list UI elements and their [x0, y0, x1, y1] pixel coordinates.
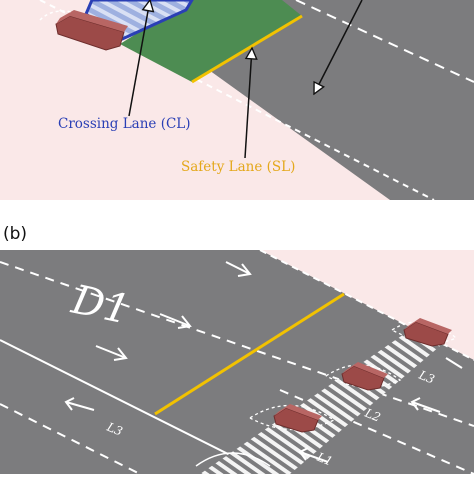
road-edge-b [259, 250, 474, 361]
island-zone-3 [249, 404, 336, 431]
island-zone-1 [391, 321, 458, 344]
island-curve-a [39, 10, 73, 21]
arrow-left-2 [410, 397, 441, 413]
island-zone-2 [325, 364, 402, 388]
lane-divider-b2 [0, 403, 141, 474]
arrow-right-4 [445, 357, 463, 369]
safety-lane-pointer [244, 48, 252, 159]
lane-divider-b1 [0, 261, 474, 427]
arrow-right-2 [159, 313, 192, 329]
road-a [0, 0, 474, 200]
refuge-island-b3 [273, 404, 322, 433]
refuge-island-b2 [341, 362, 388, 391]
crosswalk-b [200, 330, 440, 474]
lane-label-l3-right: L3 [416, 367, 437, 386]
lane-label-l2: L2 [362, 405, 383, 424]
centre-line-b [0, 339, 269, 474]
arrow-right-3 [95, 345, 128, 361]
lane-label-l1: L1 [314, 449, 335, 468]
road-pointer [314, 0, 363, 94]
refuge-island-b1 [403, 318, 452, 347]
panel-b: D1 L3 L2 L1 L3 [0, 250, 474, 474]
refuge-island-a-top [56, 10, 128, 32]
arrow-left-1 [64, 397, 95, 411]
direction-arrows [64, 261, 463, 463]
safety-line-b [154, 292, 345, 416]
safety-lane-label: Safety Lane (SL) [181, 159, 296, 175]
island-zone-4 [195, 452, 271, 467]
crossing-lane-label: Crossing Lane (CL) [58, 116, 191, 132]
arrow-left-3 [298, 447, 329, 463]
crossing-lane-pointer [128, 0, 150, 117]
arrow-right-1 [225, 261, 252, 277]
panel-b-label: (b) [3, 224, 28, 244]
panel-a [0, 0, 474, 200]
lane-label-l3-left: L3 [104, 419, 125, 438]
road-edge-a [39, 0, 435, 200]
